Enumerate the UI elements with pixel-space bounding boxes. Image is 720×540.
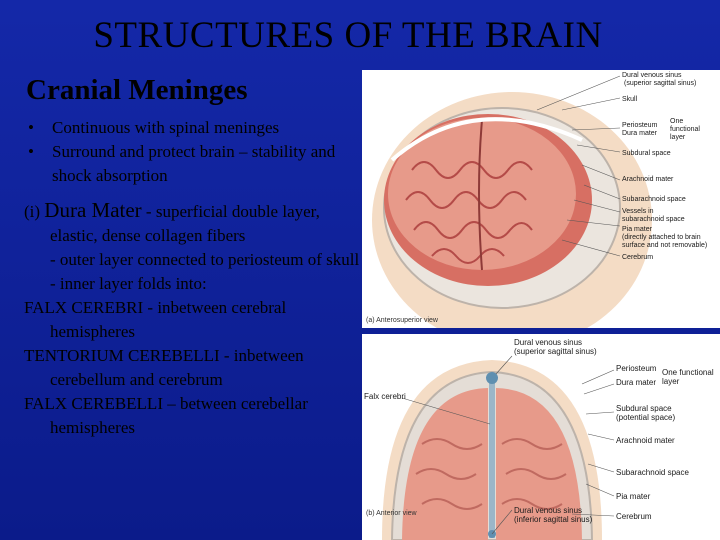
label-cerebrum: Cerebrum (622, 254, 654, 261)
label-vessels-sub: subarachnoid space (622, 216, 685, 223)
dura-description: - superficial double layer, elastic, den… (50, 202, 320, 245)
label-pia-mater-b: Pia mater (616, 492, 651, 501)
label-periosteum: Periosteum (622, 122, 658, 129)
label-cerebrum-b: Cerebrum (616, 512, 652, 521)
label-layer-b: layer (662, 377, 680, 386)
label-dural-sinus-sub: (superior sagittal sinus) (624, 80, 697, 87)
bullet-text: Surround and protect brain – stability a… (52, 142, 336, 185)
label-periosteum-b: Periosteum (616, 364, 657, 373)
meninges-anterosuperior-figure: Dural venous sinus (superior sagittal si… (362, 70, 720, 328)
bullet-item: • Continuous with spinal meninges (26, 116, 356, 140)
figure-caption-top: (a) Anterosuperior view (366, 317, 438, 324)
label-dural-sinus-b: Dural venous sinus (514, 338, 583, 347)
label-arachnoid-mater: Arachnoid mater (622, 176, 674, 183)
label-one-functional-b: One functional (662, 368, 714, 377)
label-dural-sinus-sub-b: (superior sagittal sinus) (514, 347, 597, 356)
slide-subtitle: Cranial Meninges (26, 74, 248, 106)
label-inferior-sinus: Dural venous sinus (514, 506, 583, 515)
bullet-item: • Surround and protect brain – stability… (26, 140, 356, 188)
label-vessels: Vessels in (622, 208, 654, 215)
bullet-icon: • (28, 118, 34, 137)
label-layer: layer (670, 134, 686, 141)
label-inferior-sinus-sub: (inferior sagittal sinus) (514, 515, 593, 524)
dura-heading-line: (i) Dura Mater - superficial double laye… (24, 198, 364, 248)
label-arachnoid-mater-b: Arachnoid mater (616, 436, 675, 445)
label-pia-sub2: surface and not removable) (622, 242, 708, 249)
falx-cerebri-text: FALX CEREBRI - inbetween cerebral hemisp… (24, 298, 287, 341)
meninges-anterior-figure: Dural venous sinus (superior sagittal si… (362, 334, 720, 540)
bullet-icon: • (28, 142, 34, 161)
anterior-illustration (382, 355, 615, 540)
section-number: (i) (24, 202, 41, 221)
inner-layer-text: - inner layer folds into: (50, 274, 207, 293)
bullet-text: Continuous with spinal meninges (52, 118, 280, 137)
label-pia-mater: Pia mater (622, 226, 652, 233)
label-subarachnoid-space-b: Subarachnoid space (616, 468, 689, 477)
dura-mater-section: (i) Dura Mater - superficial double laye… (24, 198, 364, 440)
label-falx-cerebri: Falx cerebri (364, 392, 406, 401)
label-functional: functional (670, 126, 700, 133)
anterosuperior-illustration (372, 75, 652, 328)
figure-caption-bottom: (b) Anterior view (366, 510, 417, 517)
label-dural-sinus: Dural venous sinus (622, 72, 682, 79)
label-skull: Skull (622, 96, 638, 103)
label-one: One (670, 118, 684, 125)
slide-title: STRUCTURES OF THE BRAIN (93, 15, 603, 56)
label-subdural-sub-b: (potential space) (616, 413, 676, 422)
tentorium-text: TENTORIUM CEREBELLI - inbetween cerebell… (24, 346, 304, 389)
label-pia-sub1: (directly attached to brain (622, 234, 701, 241)
label-dura-mater-b: Dura mater (616, 378, 657, 387)
falx-cerebelli-text: FALX CEREBELLI – between cerebellar hemi… (24, 394, 308, 437)
label-subdural-space-b: Subdural space (616, 404, 672, 413)
label-dura-mater: Dura mater (622, 130, 658, 137)
bullet-list: • Continuous with spinal meninges • Surr… (26, 116, 356, 188)
label-subarachnoid-space: Subarachnoid space (622, 196, 686, 203)
dura-mater-heading: Dura Mater (44, 198, 142, 222)
label-subdural-space: Subdural space (622, 150, 671, 157)
outer-layer-text: - outer layer connected to periosteum of… (50, 250, 360, 269)
